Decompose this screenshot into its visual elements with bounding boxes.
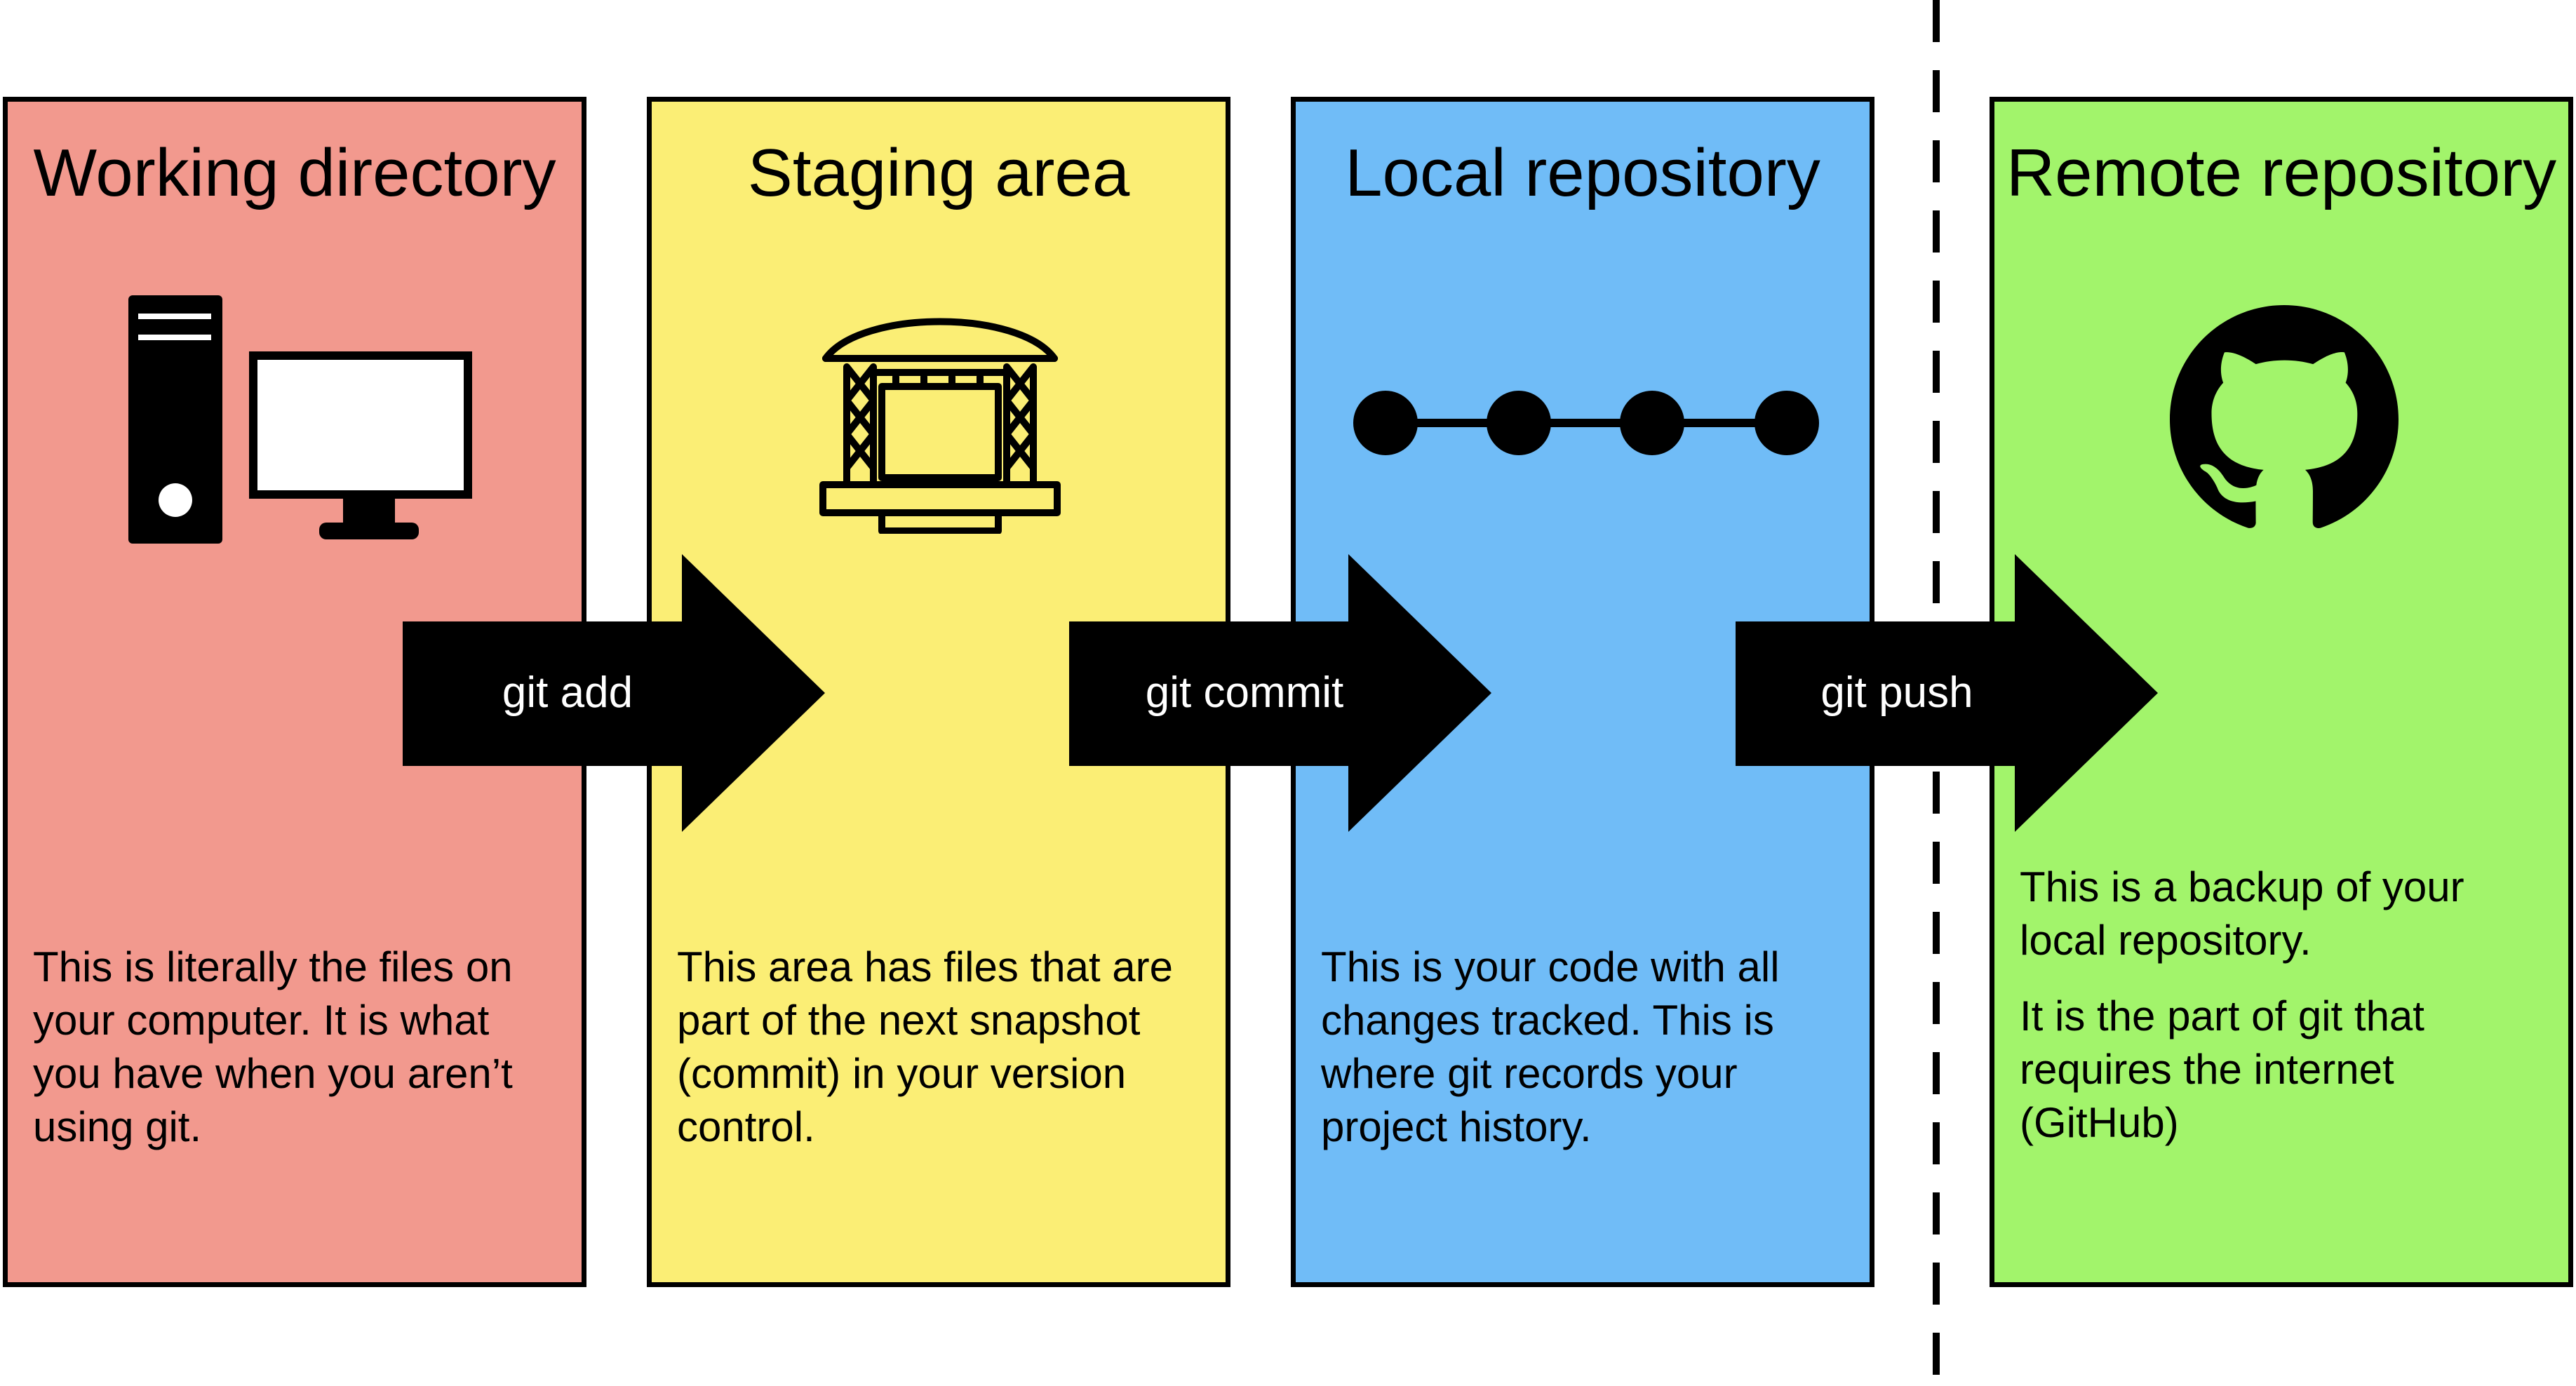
panel-description: This is a backup of your local repositor… <box>2020 861 2549 1150</box>
arrow-label: git push <box>1820 668 1973 717</box>
panel-description: This is your code with all changes track… <box>1321 941 1850 1154</box>
panel-description: This area has files that are part of the… <box>677 941 1206 1154</box>
panel-title: Remote repository <box>2006 135 2557 210</box>
arrow-label: git add <box>502 668 633 717</box>
arrow-shape <box>1069 554 1491 832</box>
arrow-label: git commit <box>1145 668 1344 717</box>
panel-description: This is literally the files on your comp… <box>33 941 562 1154</box>
panel-title: Local repository <box>1345 135 1820 210</box>
description-line: This area has files that are part of the… <box>677 943 1174 1150</box>
git-push-arrow: git push <box>1736 554 2158 832</box>
panel-title: Working directory <box>33 135 556 210</box>
local-remote-divider <box>1933 0 1940 1386</box>
description-line: This is your code with all changes track… <box>1321 943 1780 1150</box>
git-commit-arrow: git commit <box>1069 554 1491 832</box>
arrow-shape <box>1736 554 2158 832</box>
panel-title: Staging area <box>747 135 1130 210</box>
stage-icon <box>819 302 1061 534</box>
git-add-arrow: git add <box>403 554 825 832</box>
github-icon <box>2170 305 2399 534</box>
computer-icon <box>126 292 474 546</box>
description-line: It is the part of git that requires the … <box>2020 993 2424 1146</box>
arrow-shape <box>403 554 825 832</box>
description-line: This is a backup of your local repositor… <box>2020 863 2464 964</box>
commit-history-icon <box>1353 388 1819 458</box>
description-line: This is literally the files on your comp… <box>33 943 513 1150</box>
